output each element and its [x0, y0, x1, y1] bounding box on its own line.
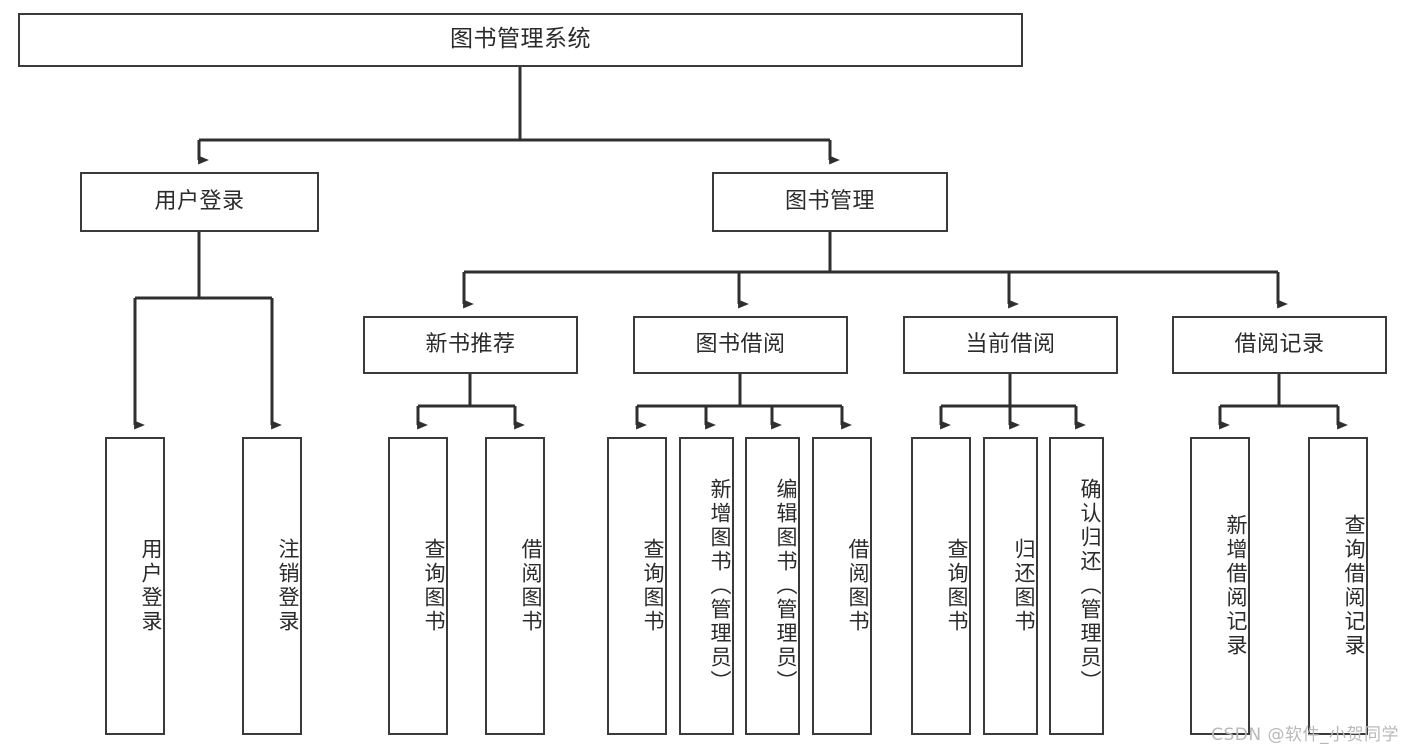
node-leaf-query-book-3[interactable]: 查询图书 [911, 437, 971, 735]
node-leaf-confirm-return[interactable]: 确认归还（管理员） [1049, 437, 1104, 735]
node-user-login-label: 用户登录 [154, 189, 245, 215]
watermark: CSDN @软件_小贺同学 [1211, 725, 1399, 745]
node-leaf-confirm-return-label: 确认归还（管理员） [1078, 478, 1102, 694]
node-leaf-add-book[interactable]: 新增图书（管理员） [679, 437, 734, 735]
node-leaf-return-book[interactable]: 归还图书 [983, 437, 1038, 735]
node-leaf-edit-book[interactable]: 编辑图书（管理员） [745, 437, 800, 735]
node-leaf-logout-label: 注销登录 [276, 538, 300, 634]
node-leaf-return-book-label: 归还图书 [1012, 538, 1036, 634]
node-leaf-query-book-1-label: 查询图书 [422, 538, 446, 634]
node-leaf-add-record-label: 新增借阅记录 [1224, 514, 1248, 658]
node-leaf-query-book-2[interactable]: 查询图书 [607, 437, 667, 735]
node-leaf-query-book-1[interactable]: 查询图书 [388, 437, 448, 735]
node-book-manage-label: 图书管理 [784, 189, 875, 215]
node-book-borrow[interactable]: 图书借阅 [633, 316, 848, 374]
node-root[interactable]: 图书管理系统 [18, 13, 1023, 67]
node-user-login[interactable]: 用户登录 [80, 172, 319, 232]
node-leaf-add-record[interactable]: 新增借阅记录 [1190, 437, 1250, 735]
node-current-borrow-label: 当前借阅 [965, 332, 1056, 358]
node-leaf-edit-book-label: 编辑图书（管理员） [774, 478, 798, 694]
node-leaf-query-book-3-label: 查询图书 [945, 538, 969, 634]
node-leaf-add-book-label: 新增图书（管理员） [708, 478, 732, 694]
node-leaf-user-login-label: 用户登录 [139, 538, 163, 634]
node-book-borrow-label: 图书借阅 [695, 332, 786, 358]
node-leaf-borrow-book-1-label: 借阅图书 [519, 538, 543, 634]
node-new-book-rec-label: 新书推荐 [425, 332, 516, 358]
node-leaf-query-book-2-label: 查询图书 [641, 538, 665, 634]
node-leaf-borrow-book-2[interactable]: 借阅图书 [812, 437, 872, 735]
node-book-manage[interactable]: 图书管理 [712, 172, 948, 232]
node-root-label: 图书管理系统 [450, 26, 591, 53]
node-leaf-borrow-book-2-label: 借阅图书 [846, 538, 870, 634]
node-leaf-user-login[interactable]: 用户登录 [105, 437, 165, 735]
node-leaf-logout[interactable]: 注销登录 [242, 437, 302, 735]
node-leaf-query-record-label: 查询借阅记录 [1342, 514, 1366, 658]
node-leaf-borrow-book-1[interactable]: 借阅图书 [485, 437, 545, 735]
node-leaf-query-record[interactable]: 查询借阅记录 [1308, 437, 1368, 735]
node-borrow-record-label: 借阅记录 [1234, 332, 1325, 358]
node-new-book-rec[interactable]: 新书推荐 [363, 316, 578, 374]
node-current-borrow[interactable]: 当前借阅 [903, 316, 1118, 374]
node-borrow-record[interactable]: 借阅记录 [1172, 316, 1387, 374]
